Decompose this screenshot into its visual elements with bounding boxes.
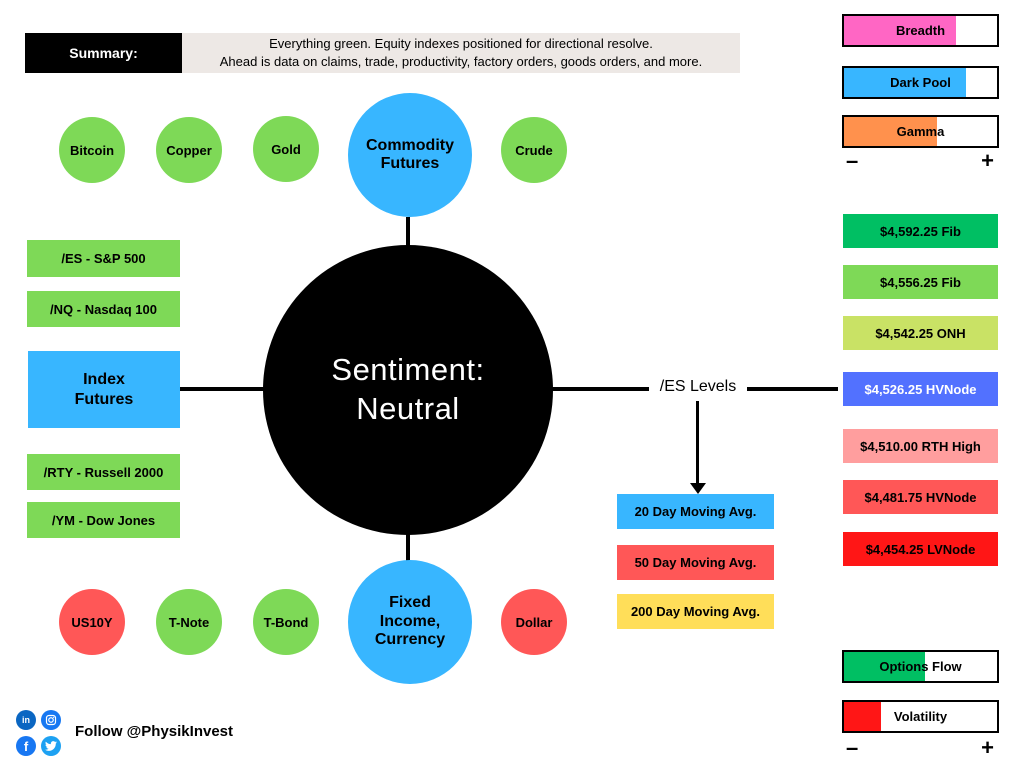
node-label: Gold [271,141,301,157]
moving-avg-label: 200 Day Moving Avg. [630,604,761,619]
price-level-hvnode-4481: $4,481.75 HVNode [843,480,998,514]
hub-fixed-income-currency: Fixed Income, Currency [348,560,472,684]
minus-sign: – [846,148,859,173]
sentiment-line: Neutral [356,391,460,426]
summary-text-box: Everything green. Equity indexes positio… [182,33,740,73]
node-label: Copper [166,142,212,158]
sentiment-line: Sentiment: [331,352,485,388]
moving-avg-label: 50 Day Moving Avg. [634,555,757,570]
price-level-fib-4556: $4,556.25 Fib [843,265,998,299]
gauge-gamma: Gamma [842,115,999,148]
node-label: Dollar [515,614,553,630]
gauge-gamma-label: Gamma [896,124,945,139]
plus-sign: + [981,735,994,760]
node-copper: Copper [156,117,222,183]
node-crude: Crude [501,117,567,183]
connector-es-levels-right [747,387,838,391]
hub-commodity-futures: Commodity Futures [348,93,472,217]
hub-label-line: Futures [74,390,134,408]
gauge-options-flow-label: Options Flow [879,659,962,674]
gauge-scale-bottom: – + [846,737,994,759]
instagram-icon[interactable] [41,710,61,730]
price-level-hvnode-4526: $4,526.25 HVNode [843,372,998,406]
hub-label: Commodity Futures [366,137,454,174]
follow-handle-text: Follow @PhysikInvest [75,723,233,740]
summary-line-1: Everything green. Equity indexes positio… [269,36,653,52]
sentiment-label: Sentiment: Neutral [331,351,484,429]
gauge-breadth-label: Breadth [895,23,946,38]
node-bitcoin: Bitcoin [59,117,125,183]
hub-index-futures: Index Futures [28,351,180,428]
node-label: /RTY - Russell 2000 [43,464,164,480]
hub-label: Index Futures [75,370,134,408]
gauge-gamma-fill [844,117,938,146]
gauge-dark-pool-fill [844,68,967,97]
node-label: T-Bond [263,614,309,630]
gauge-options-flow: Options Flow [842,650,999,683]
connector-es-levels-left [552,387,649,391]
price-level-onh-4542: $4,542.25 ONH [843,316,998,350]
node-label: T-Note [168,614,210,630]
node-label: US10Y [71,614,113,630]
price-level-rth-high-4510: $4,510.00 RTH High [843,429,998,463]
summary-line-2: Ahead is data on claims, trade, producti… [219,54,703,69]
node-gold: Gold [253,116,319,182]
moving-avg-20day: 20 Day Moving Avg. [617,494,774,529]
facebook-icon[interactable]: f [16,736,36,756]
plus-sign: + [981,148,994,173]
connector-index-futures [180,387,264,391]
connector-commodity [406,217,410,246]
gauge-breadth: Breadth [842,14,999,47]
node-label: Bitcoin [69,142,115,158]
moving-avg-label: 20 Day Moving Avg. [634,504,757,519]
node-dollar: Dollar [501,589,567,655]
node-label: /NQ - Nasdaq 100 [50,301,157,317]
twitter-icon[interactable] [41,736,61,756]
gauge-dark-pool-label: Dark Pool [890,75,951,90]
node-us10y: US10Y [59,589,125,655]
hub-label-line: Index [83,371,125,389]
sentiment-circle: Sentiment: Neutral [263,245,553,535]
gauge-dark-pool: Dark Pool [842,66,999,99]
hub-label-line: Income, [379,612,441,630]
hub-label-line: Currency [374,631,446,649]
arrow-head-icon [690,483,706,494]
es-levels-label: /ES Levels [659,378,737,395]
node-nq-nasdaq: /NQ - Nasdaq 100 [27,291,180,327]
node-label: Crude [515,142,553,158]
node-label: /ES - S&P 500 [61,251,146,266]
minus-sign: – [846,735,859,760]
price-level-fib-4592: $4,592.25 Fib [843,214,998,248]
gauge-breadth-fill [844,16,956,45]
node-rty-russell: /RTY - Russell 2000 [27,454,180,490]
node-ym-dow: /YM - Dow Jones [27,502,180,538]
summary-label: Summary: [25,33,182,73]
gauge-volatility: Volatility [842,700,999,733]
node-tbond: T-Bond [253,589,319,655]
gauge-volatility-fill [844,702,881,731]
gauge-options-flow-fill [844,652,926,681]
price-level-lvnode-4454: $4,454.25 LVNode [843,532,998,566]
hub-label-line: Fixed [389,594,431,612]
connector-fixed-income [406,534,410,561]
node-label: /YM - Dow Jones [51,512,156,528]
node-es-sp500: /ES - S&P 500 [27,240,180,277]
hub-label-line: Commodity [366,136,454,154]
arrow-line-moving-averages [696,401,699,485]
node-tnote: T-Note [156,589,222,655]
linkedin-icon[interactable]: in [16,710,36,730]
gauge-scale-top: – + [846,150,994,172]
hub-label: Fixed Income, Currency [375,594,445,649]
moving-avg-50day: 50 Day Moving Avg. [617,545,774,580]
gauge-volatility-label: Volatility [893,709,948,724]
hub-label-line: Futures [380,155,440,172]
moving-avg-200day: 200 Day Moving Avg. [617,594,774,629]
